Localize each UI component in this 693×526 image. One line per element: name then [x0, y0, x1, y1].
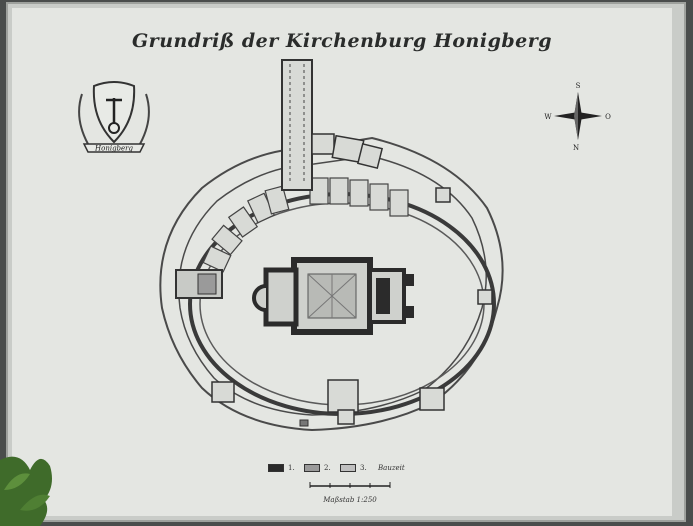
scale-label: Maßstab 1:250	[323, 496, 377, 504]
legend-label-3: 3.	[360, 464, 367, 472]
compass-south-label: S	[576, 82, 581, 90]
legend-swatch-2	[304, 464, 320, 472]
compass-rose: S N W O	[544, 82, 611, 152]
crest-banner-text: Honigberg	[94, 145, 134, 153]
foreground-plant	[0, 456, 52, 526]
gate-annex	[311, 133, 335, 155]
legend-item-2: 2.	[304, 464, 331, 472]
floor-plan: Honigberg S N W O	[78, 59, 611, 488]
legend-label-1: 1.	[288, 464, 295, 472]
compass-east-label: O	[605, 113, 611, 121]
legend-label-2: 2.	[324, 464, 331, 472]
legend-item-1: 1.	[268, 464, 295, 472]
legend-swatch-1	[268, 464, 284, 472]
church-west-tower	[263, 267, 299, 327]
legend-swatch-3	[340, 464, 356, 472]
legend-item-3: 3.	[340, 464, 367, 472]
compass-west-label: W	[544, 113, 552, 121]
legend-label-bauzeit: Bauzeit	[378, 464, 405, 472]
gate-annex-3	[356, 142, 384, 170]
legend-item-bauzeit: Bauzeit	[378, 464, 405, 472]
coat-of-arms-crest: Honigberg	[78, 81, 150, 153]
scale-bar	[309, 482, 391, 488]
map-title: Grundriß der Kirchenburg Honigberg	[131, 30, 553, 52]
south-marker	[299, 419, 309, 427]
fortified-church	[252, 257, 414, 335]
compass-north-label: N	[573, 144, 579, 152]
map-sheet: Grundriß der Kirchenburg Honigberg	[12, 8, 672, 516]
outer-ring-wall	[159, 136, 504, 432]
gate-tower	[281, 59, 313, 191]
bastions	[211, 187, 493, 425]
